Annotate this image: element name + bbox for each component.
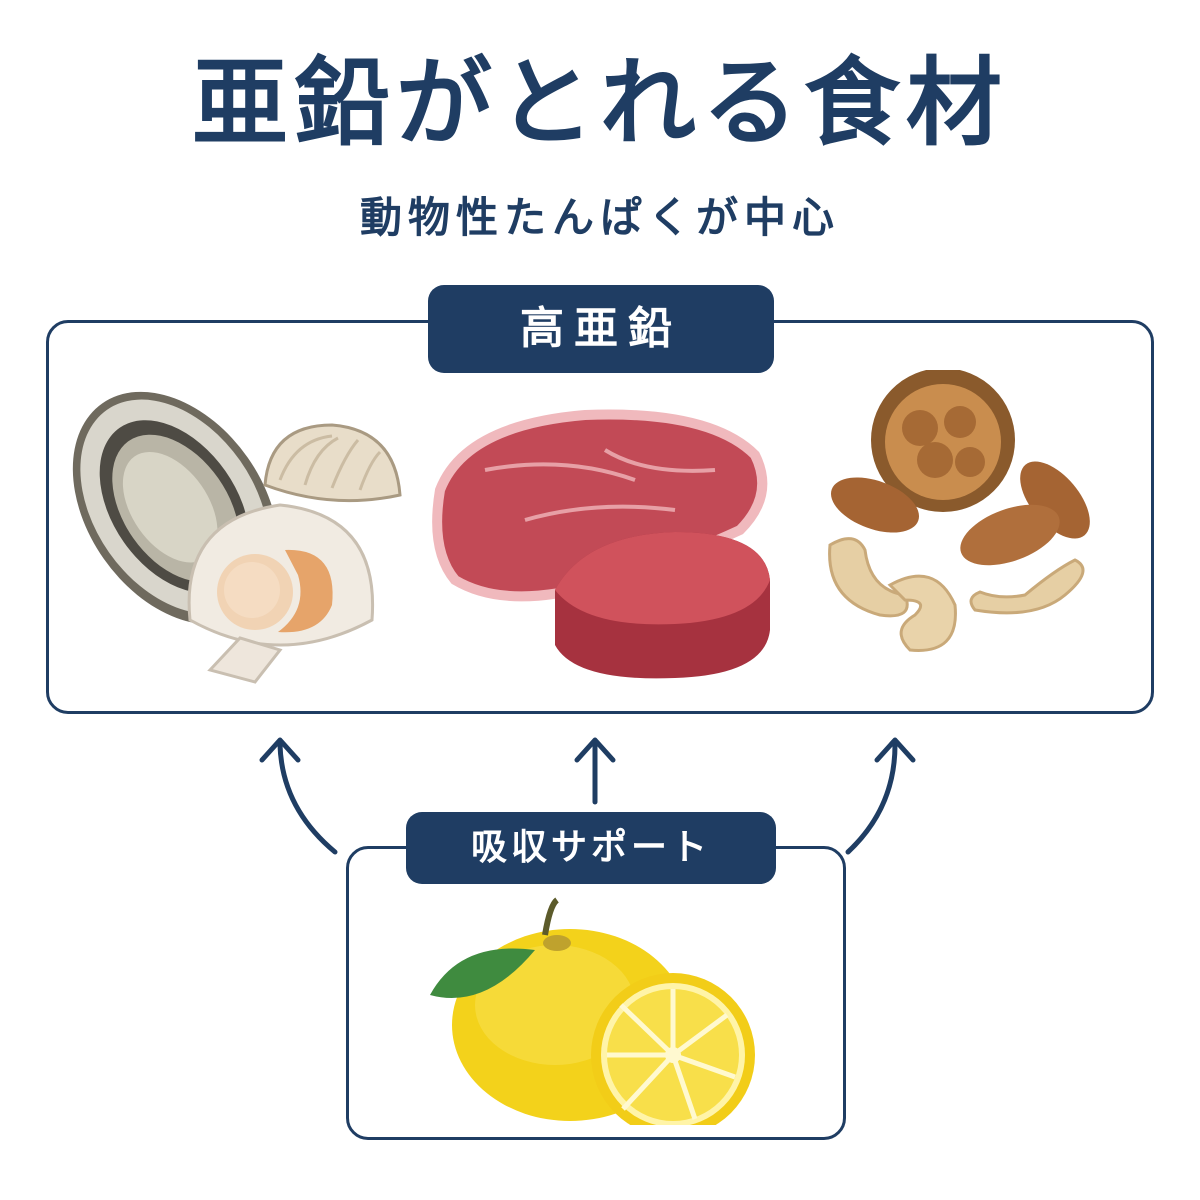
support-label: 吸収サポート <box>406 812 776 884</box>
page-subtitle: 動物性たんぱくが中心 <box>359 193 840 242</box>
red-meat-icon <box>432 409 770 679</box>
high-zinc-label: 高亜鉛 <box>428 285 774 373</box>
page-title: 亜鉛がとれる食材 <box>192 47 1008 159</box>
citrus-icon <box>430 897 755 1125</box>
shellfish-icon <box>72 391 402 684</box>
nuts-icon <box>828 370 1090 652</box>
